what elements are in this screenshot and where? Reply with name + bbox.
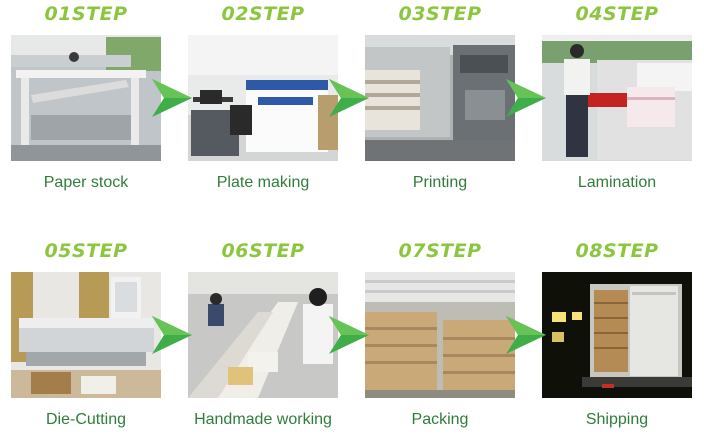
step-2-photo: [188, 35, 338, 161]
step-7-title: 07STEP: [398, 240, 482, 262]
step-1-title: 01STEP: [44, 3, 128, 25]
arrow-right-2: [327, 76, 371, 120]
step-6-photo: [188, 272, 338, 398]
step-5-caption: Die-Cutting: [45, 411, 127, 428]
step-8-title: 08STEP: [575, 240, 659, 262]
step-4-caption: Lamination: [577, 174, 657, 191]
step-1-caption: Paper stock: [43, 174, 129, 191]
step-5-photo: [11, 272, 161, 398]
step-3-caption: Printing: [412, 174, 468, 191]
step-3-photo: [365, 35, 515, 161]
step-6-caption: Handmade working: [194, 411, 332, 428]
arrow-right-3: [504, 76, 548, 120]
step-4-title: 04STEP: [575, 3, 659, 25]
step-7-photo: [365, 272, 515, 398]
step-8-caption: Shipping: [585, 411, 649, 428]
step-6-title: 06STEP: [221, 240, 305, 262]
step-1-photo: [11, 35, 161, 161]
step-5-title: 05STEP: [44, 240, 128, 262]
step-2-caption: Plate making: [216, 174, 310, 191]
step-4-photo: [542, 35, 692, 161]
step-8-photo: [542, 272, 692, 398]
step-7-caption: Packing: [411, 411, 469, 428]
step-2-title: 02STEP: [221, 3, 305, 25]
arrow-right-4: [150, 313, 194, 357]
step-3-title: 03STEP: [398, 3, 482, 25]
arrow-right-6: [504, 313, 548, 357]
arrow-right-1: [150, 76, 194, 120]
arrow-right-5: [327, 313, 371, 357]
